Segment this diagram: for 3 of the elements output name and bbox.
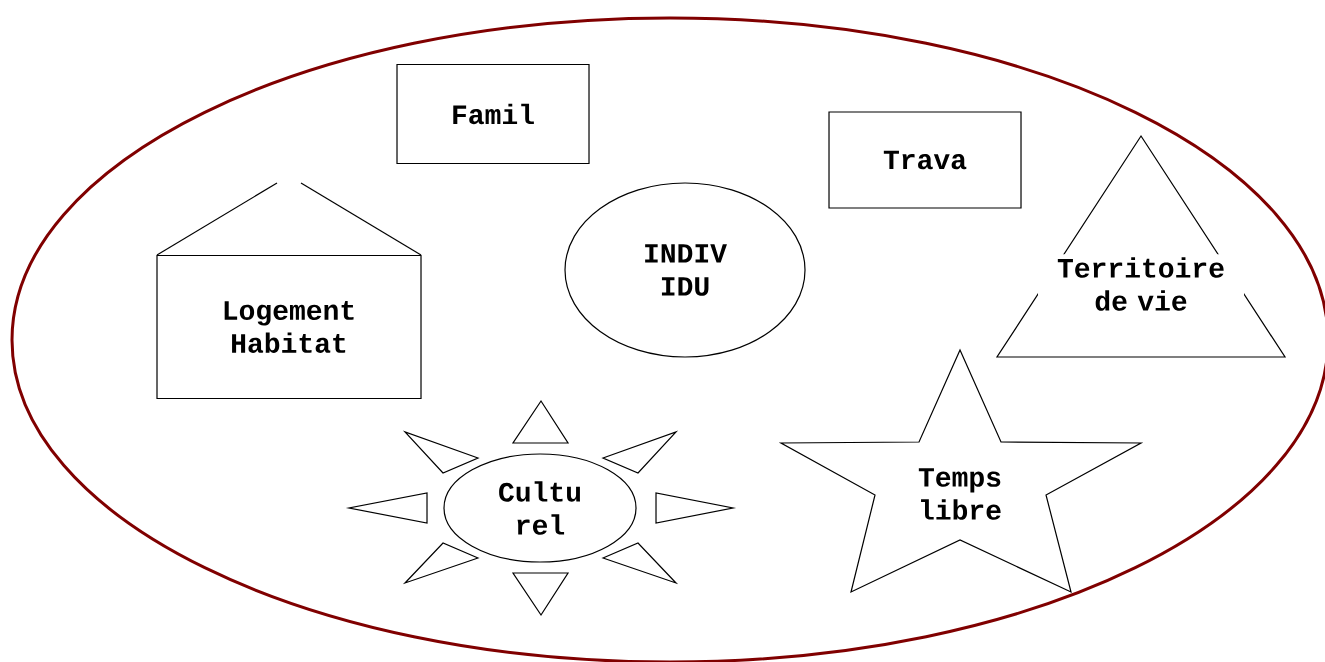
text-box: Famil — [396, 63, 590, 165]
text-box: Trava — [828, 111, 1022, 209]
house-drawing: Logement Habitat — [156, 182, 422, 400]
